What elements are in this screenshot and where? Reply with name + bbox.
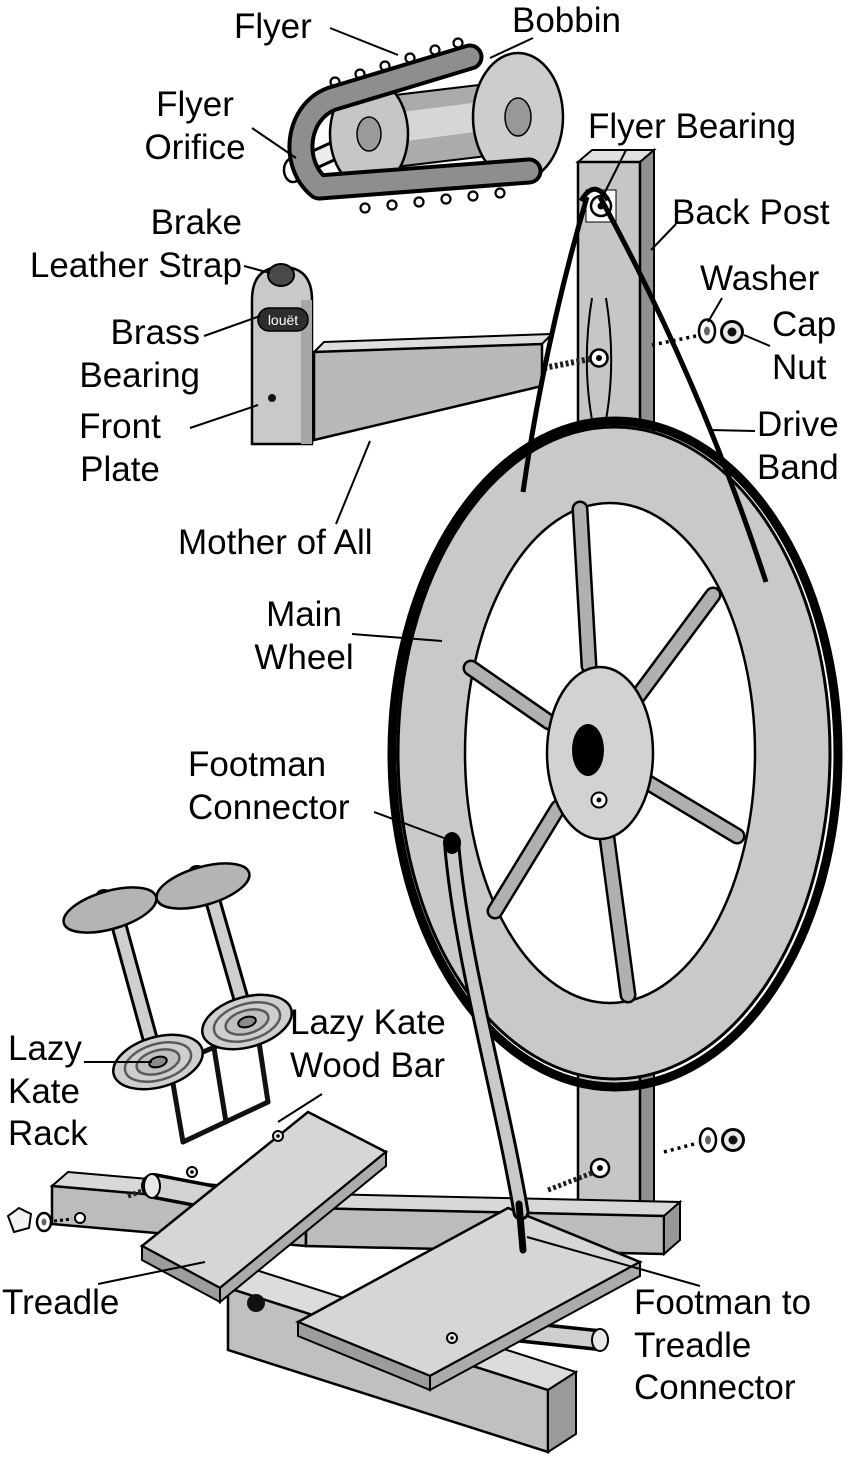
leader-washer (707, 297, 723, 323)
leader-mother-of-all (335, 440, 371, 525)
leader-brake-strap (243, 265, 271, 274)
label-back-post: Back Post (672, 193, 830, 232)
label-washer: Washer (700, 259, 820, 298)
label-cap-nut: Cap Nut (772, 305, 837, 387)
label-treadle: Treadle (2, 1283, 120, 1322)
main-wheel-drawing (396, 425, 832, 1081)
leader-footman-treadle-connector (526, 1236, 701, 1287)
leader-lines (84, 27, 771, 1287)
brake-strap-notch (267, 263, 295, 287)
treadle-drawing (295, 1206, 643, 1392)
washer-capnut-upper (651, 318, 744, 347)
leader-cap-nut (743, 334, 771, 347)
lazy-kate-spindles-drawing (62, 862, 294, 1091)
louet-logo (257, 307, 309, 332)
louet-logo-text: louët (268, 312, 298, 328)
bolt-washer-left (6, 1206, 73, 1234)
label-bobbin: Bobbin (512, 1, 621, 40)
leader-footman-connector (373, 811, 445, 839)
label-drive-band: Drive Band (757, 405, 839, 487)
flyer-drawing (287, 37, 543, 214)
footman-connector-drawing (443, 832, 461, 854)
label-lazy-kate-wood-bar: Lazy Kate Wood Bar (290, 1003, 446, 1085)
leader-flyer-orifice (251, 127, 297, 159)
leader-front-plate (189, 404, 259, 429)
leader-brass-bearing (203, 315, 261, 337)
label-footman-connector: Footman Connector (188, 745, 350, 827)
flyer-hooks (329, 37, 506, 214)
front-plate-drawing: louët (250, 263, 314, 446)
leader-back-post (650, 223, 677, 251)
leader-flyer-bearing (603, 149, 627, 195)
label-flyer-orifice: Flyer Orifice (144, 85, 246, 167)
label-flyer-bearing: Flyer Bearing (588, 107, 797, 146)
label-lazy-kate-rack: Lazy Kate Rack (8, 1029, 88, 1154)
label-flyer: Flyer (234, 7, 312, 46)
leader-bobbin (489, 37, 534, 59)
brass-bearing-hole (268, 394, 276, 402)
wheel-axle (572, 724, 604, 776)
footman-treadle-pin (515, 1200, 527, 1254)
leader-drive-band (709, 429, 756, 432)
bobbin-drawing (328, 51, 565, 191)
label-mother-of-all: Mother of All (178, 523, 373, 562)
label-footman-to-treadle-connector: Footman to Treadle Connector (634, 1283, 812, 1408)
label-main-wheel: Main Wheel (254, 595, 354, 677)
leader-flyer (329, 27, 399, 56)
drive-band-drawing (387, 416, 843, 1092)
label-brass-bearing: Brass Bearing (79, 313, 200, 395)
footman-drawing (443, 832, 530, 1254)
label-front-plate: Front Plate (79, 407, 161, 489)
leader-lazy-kate-wood-bar (277, 1093, 323, 1123)
label-brake-leather-strap: Brake Leather Strap (29, 203, 242, 285)
wheel-spokes (462, 500, 746, 1004)
lazy-kate-wood-bar-drawing (139, 1110, 389, 1305)
washer-capnut-lower (663, 1127, 745, 1154)
leader-treadle (97, 1261, 206, 1285)
drive-band-upper (520, 186, 769, 583)
leader-main-wheel (351, 633, 443, 642)
base-frame-drawing (6, 1110, 745, 1454)
flyer-bobbin-assembly (282, 37, 565, 214)
